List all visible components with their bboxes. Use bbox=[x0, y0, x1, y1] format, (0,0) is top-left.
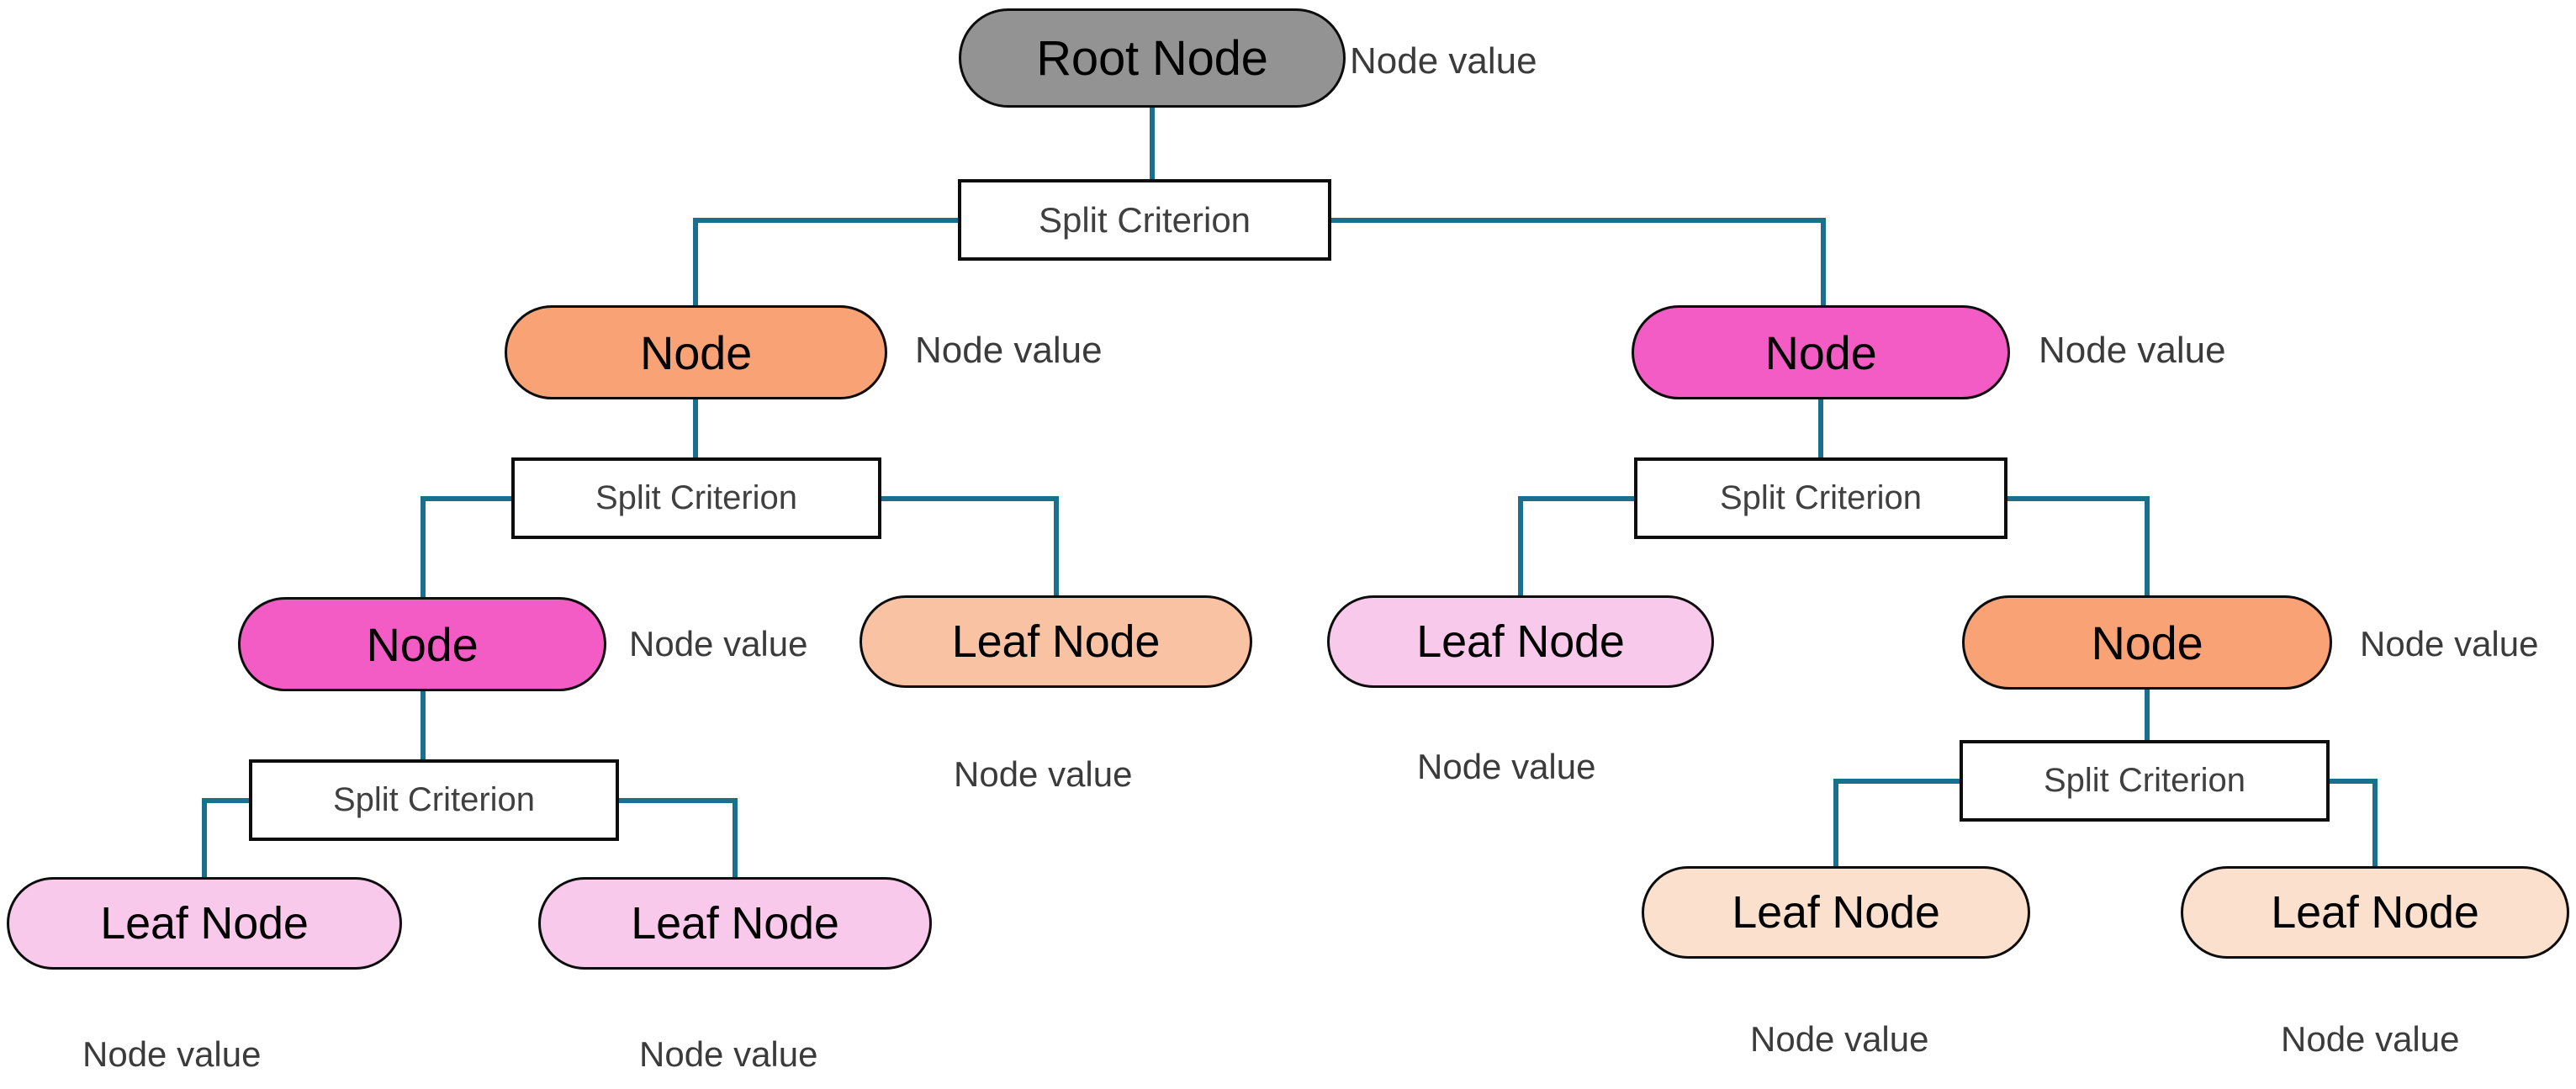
tree-node-l3-d[interactable]: Leaf Node bbox=[2181, 866, 2569, 959]
node-value-label-val-l3-a: Node value bbox=[82, 1034, 262, 1074]
tree-node-label: Leaf Node bbox=[2271, 887, 2479, 938]
split-criterion-label: Split Criterion bbox=[332, 781, 536, 818]
node-value-label-val-l2-b: Node value bbox=[954, 754, 1133, 794]
split-criterion-box-split-root[interactable]: Split Criterion bbox=[958, 179, 1331, 261]
tree-node-label: Node bbox=[1764, 325, 1877, 379]
tree-node-label: Root Node bbox=[1036, 30, 1268, 86]
split-criterion-box-split-l2-d[interactable]: Split Criterion bbox=[1960, 740, 2330, 822]
split-criterion-box-split-l1-left[interactable]: Split Criterion bbox=[511, 457, 881, 539]
node-value-label-val-l2-c: Node value bbox=[1417, 747, 1596, 786]
tree-node-label: Leaf Node bbox=[1416, 616, 1625, 667]
connector-line bbox=[1833, 779, 1960, 866]
tree-node-root[interactable]: Root Node bbox=[959, 8, 1346, 108]
node-value-label-val-l3-b: Node value bbox=[639, 1034, 818, 1074]
node-value-label-val-l2-d: Node value bbox=[2360, 624, 2539, 663]
tree-node-l2-a[interactable]: Node bbox=[238, 597, 606, 691]
split-criterion-label: Split Criterion bbox=[2043, 762, 2246, 799]
node-value-label-val-root: Node value bbox=[1350, 40, 1537, 82]
tree-node-label: Leaf Node bbox=[1732, 887, 1940, 938]
tree-node-l1-left[interactable]: Node bbox=[505, 305, 887, 399]
tree-node-l2-b[interactable]: Leaf Node bbox=[860, 595, 1252, 688]
node-value-label-val-l3-c: Node value bbox=[1750, 1019, 1929, 1059]
tree-node-label: Leaf Node bbox=[100, 898, 309, 949]
connector-line bbox=[619, 798, 738, 877]
tree-node-l3-b[interactable]: Leaf Node bbox=[538, 877, 932, 970]
connector-line bbox=[693, 218, 958, 305]
connector-line bbox=[2330, 779, 2378, 866]
tree-node-label: Node bbox=[366, 617, 479, 671]
tree-node-label: Leaf Node bbox=[631, 898, 839, 949]
connector-line bbox=[202, 798, 249, 877]
connector-line bbox=[1331, 218, 1826, 305]
split-criterion-label: Split Criterion bbox=[1038, 199, 1251, 240]
tree-node-label: Node bbox=[2091, 616, 2203, 669]
split-criterion-box-split-l1-right[interactable]: Split Criterion bbox=[1634, 457, 2007, 539]
connector-line bbox=[1518, 496, 1634, 595]
tree-node-label: Node bbox=[639, 325, 753, 379]
node-value-label-val-l3-d: Node value bbox=[2281, 1019, 2460, 1059]
node-value-label-val-l2-a: Node value bbox=[629, 624, 808, 663]
tree-node-l1-right[interactable]: Node bbox=[1632, 305, 2010, 399]
connector-line bbox=[2007, 496, 2150, 595]
node-value-label-val-l1-right: Node value bbox=[2039, 330, 2226, 371]
connector-line bbox=[881, 496, 1059, 595]
split-criterion-box-split-l2-a[interactable]: Split Criterion bbox=[249, 759, 619, 841]
connector-line bbox=[421, 496, 511, 597]
tree-node-l3-c[interactable]: Leaf Node bbox=[1642, 866, 2030, 959]
node-value-label-val-l1-left: Node value bbox=[915, 330, 1103, 371]
tree-node-l3-a[interactable]: Leaf Node bbox=[7, 877, 402, 970]
split-criterion-label: Split Criterion bbox=[1719, 479, 1923, 516]
split-criterion-label: Split Criterion bbox=[595, 479, 798, 516]
tree-node-l2-d[interactable]: Node bbox=[1962, 595, 2332, 690]
tree-node-label: Leaf Node bbox=[951, 616, 1161, 667]
tree-node-l2-c[interactable]: Leaf Node bbox=[1327, 595, 1714, 688]
